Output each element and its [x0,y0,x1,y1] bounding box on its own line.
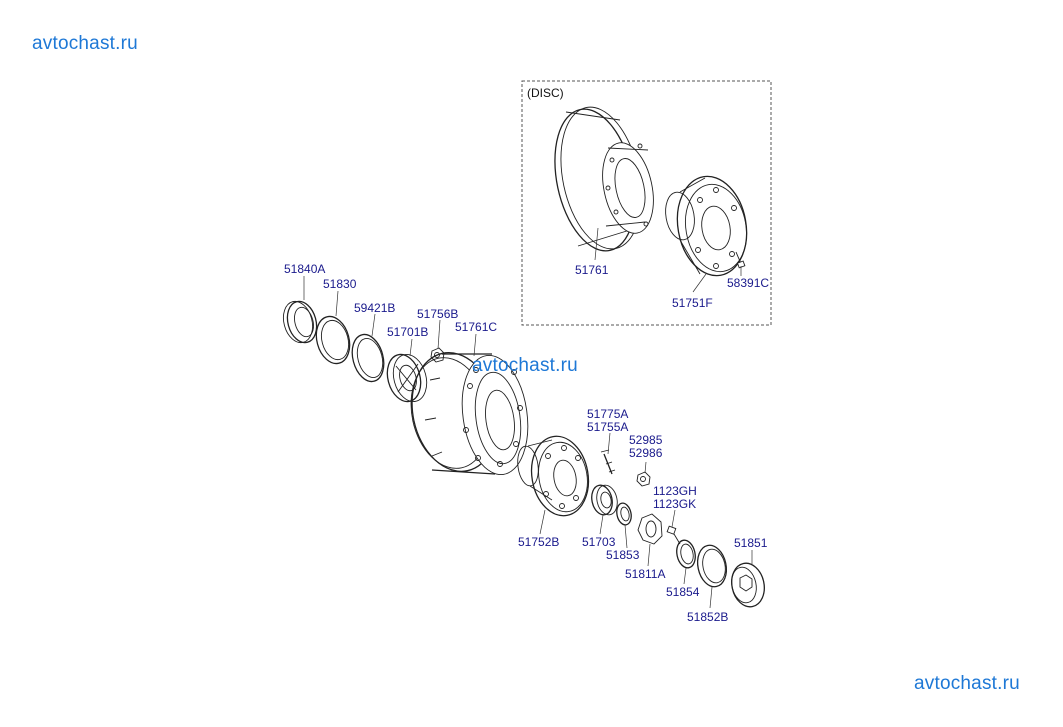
label-51840a[interactable]: 51840A [284,262,325,276]
label-51852b[interactable]: 51852B [687,610,728,624]
brake-disc-drawing [554,106,654,252]
label-51701b[interactable]: 51701B [387,325,428,339]
label-51854[interactable]: 51854 [666,585,700,599]
label-51811a[interactable]: 51811A [625,567,665,581]
washer-51854-drawing [676,539,696,569]
label-51703[interactable]: 51703 [582,535,616,549]
label-51751f[interactable]: 51751F [672,296,713,310]
label-51755a[interactable]: 51755A [587,420,628,434]
label-51756b[interactable]: 51756B [417,307,458,321]
ring-59421b-drawing [351,333,385,383]
label-51851[interactable]: 51851 [734,536,768,550]
hub-51752b-drawing [517,435,590,517]
nut-52985-drawing [636,471,651,487]
brake-drum-drawing [410,352,529,476]
label-51752b[interactable]: 51752B [518,535,559,549]
label-1123gh[interactable]: 1123GH [653,484,697,498]
watermark-center: avtochast.ru [472,355,578,376]
label-51830[interactable]: 51830 [323,277,357,291]
ring-51830-drawing [315,315,351,365]
label-58391c[interactable]: 58391C [727,276,769,290]
label-52985[interactable]: 52985 [629,433,663,447]
stud-51775a-drawing [600,449,616,475]
disc-option-box: (DISC) [521,80,772,326]
label-51761c[interactable]: 51761C [455,320,497,334]
part-labels: 51761 51751F 58391C 51840A 51830 59421B … [284,262,769,624]
watermark-top-left: avtochast.ru [32,33,138,54]
bearing-51701b-drawing [386,353,428,403]
washer-51853-drawing [616,502,632,526]
bolt-58391c-drawing [735,251,746,269]
label-52986[interactable]: 52986 [629,446,663,460]
ring-51852b-drawing [696,544,728,588]
label-51775a[interactable]: 51775A [587,407,628,421]
label-1123gk[interactable]: 1123GK [653,497,696,511]
bearing-51703-drawing [591,484,618,516]
bolt-1123gh-drawing [666,525,681,545]
nut-51811a-drawing [637,513,663,545]
label-51853[interactable]: 51853 [606,548,640,562]
leader-lines [303,227,753,609]
hub-cap-51851-drawing [731,562,765,608]
disc-hub-drawing [665,175,748,277]
label-51761[interactable]: 51761 [575,263,609,277]
watermark-bottom-right: avtochast.ru [914,673,1020,694]
label-59421b[interactable]: 59421B [354,301,395,315]
disc-box-label: (DISC) [527,86,564,100]
seal-51840a-drawing [282,300,318,344]
